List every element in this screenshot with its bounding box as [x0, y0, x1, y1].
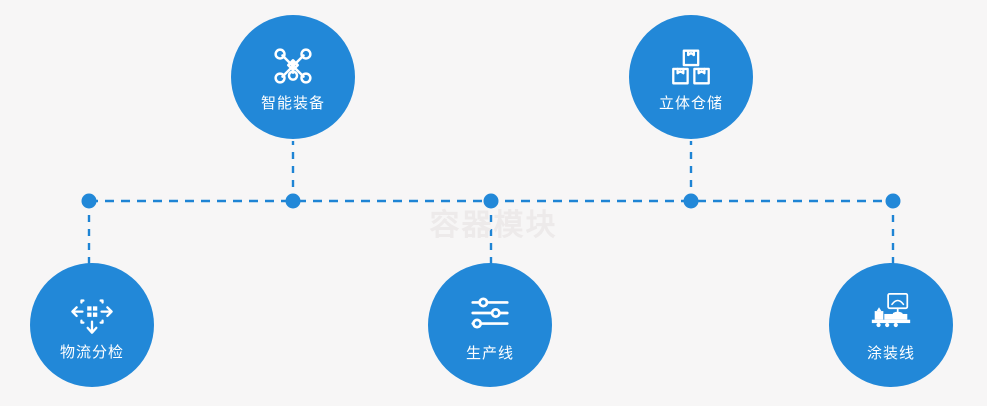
factory-machine-icon: [868, 290, 914, 336]
sorting-grid-arrows-icon: [69, 291, 115, 337]
node-label: 立体仓储: [658, 94, 723, 112]
node-painting-line[interactable]: 涂装线: [829, 263, 953, 387]
node-label: 生产线: [465, 344, 514, 362]
node-stereo-warehouse[interactable]: 立体仓储: [629, 15, 753, 139]
node-production-line[interactable]: 生产线: [428, 263, 552, 387]
junction-dot-3: [683, 193, 699, 209]
network-nodes-icon: [270, 44, 316, 90]
junction-dot-2: [483, 193, 499, 209]
junction-dot-1: [285, 193, 301, 209]
junction-dot-4: [885, 193, 901, 209]
junction-dot-0: [81, 193, 97, 209]
node-logistics-sorting[interactable]: 物流分检: [30, 263, 154, 387]
stacked-boxes-icon: [668, 44, 714, 90]
node-label: 智能装备: [260, 94, 325, 112]
node-label: 物流分检: [59, 343, 124, 361]
sliders-icon: [467, 290, 513, 336]
node-smart-equipment[interactable]: 智能装备: [231, 15, 355, 139]
node-label: 涂装线: [866, 344, 915, 362]
